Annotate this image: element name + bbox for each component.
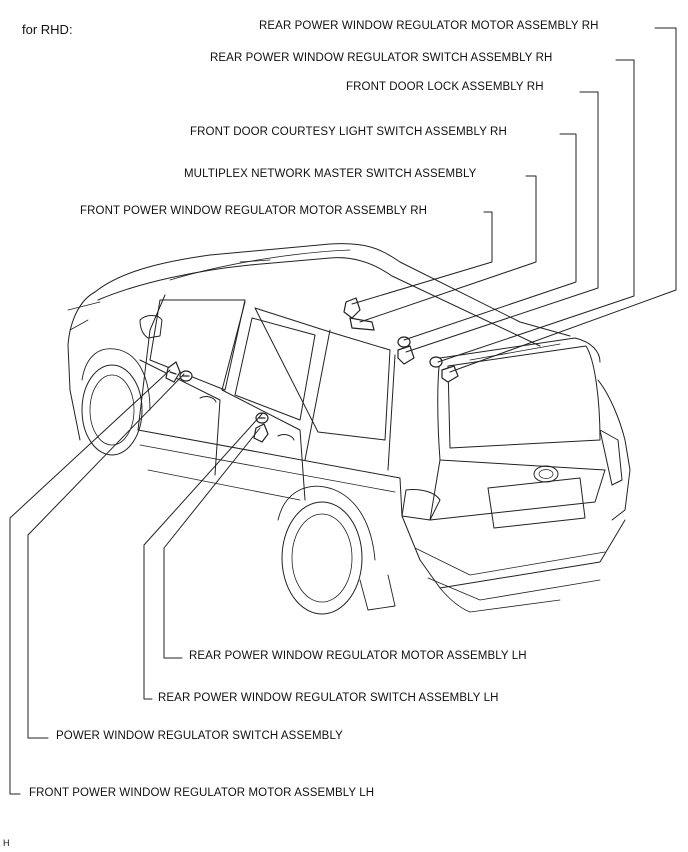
- label-rear-motor-lh: REAR POWER WINDOW REGULATOR MOTOR ASSEMB…: [189, 650, 527, 662]
- pw-switch-icon: [179, 370, 193, 382]
- component-icons: [165, 297, 459, 443]
- label-master-switch: MULTIPLEX NETWORK MASTER SWITCH ASSEMBLY: [184, 168, 477, 180]
- leader-master-switch: [359, 175, 537, 323]
- label-rear-motor-rh: REAR POWER WINDOW REGULATOR MOTOR ASSEMB…: [259, 20, 599, 32]
- figure-code: H: [3, 838, 10, 848]
- label-courtesy-rh: FRONT DOOR COURTESY LIGHT SWITCH ASSEMBL…: [190, 126, 507, 138]
- diagram-title: for RHD:: [22, 22, 73, 37]
- label-rear-switch-rh: REAR POWER WINDOW REGULATOR SWITCH ASSEM…: [210, 52, 553, 64]
- rear-motor-lh-icon: [253, 423, 269, 443]
- leader-pw-switch: [27, 373, 185, 739]
- leader-rear-motor-rh: [449, 27, 677, 373]
- leader-rear-switch-lh: [143, 413, 263, 700]
- label-front-motor-lh: FRONT POWER WINDOW REGULATOR MOTOR ASSEM…: [29, 787, 375, 799]
- leader-front-motor-rh: [351, 211, 493, 305]
- car-body: [67, 243, 631, 615]
- label-front-lock-rh: FRONT DOOR LOCK ASSEMBLY RH: [346, 81, 544, 93]
- front-motor-rh-icon: [343, 297, 361, 319]
- label-rear-switch-lh: REAR POWER WINDOW REGULATOR SWITCH ASSEM…: [158, 692, 499, 704]
- rear-switch-lh-icon: [255, 412, 269, 424]
- leader-rear-switch-rh: [437, 59, 635, 363]
- leader-courtesy-rh: [403, 133, 577, 341]
- leader-front-motor-lh: [9, 369, 171, 795]
- rear-motor-rh-icon: [441, 365, 459, 383]
- label-pw-switch: POWER WINDOW REGULATOR SWITCH ASSEMBLY: [56, 730, 343, 742]
- leader-lines: [9, 27, 677, 795]
- master-switch-icon: [349, 317, 375, 331]
- leader-rear-motor-lh: [163, 427, 261, 659]
- front-lock-rh-icon: [397, 345, 415, 365]
- rear-switch-rh-icon: [429, 356, 443, 368]
- leader-front-lock-rh: [405, 91, 599, 353]
- label-front-motor-rh: FRONT POWER WINDOW REGULATOR MOTOR ASSEM…: [80, 205, 428, 217]
- front-motor-lh-icon: [165, 361, 181, 383]
